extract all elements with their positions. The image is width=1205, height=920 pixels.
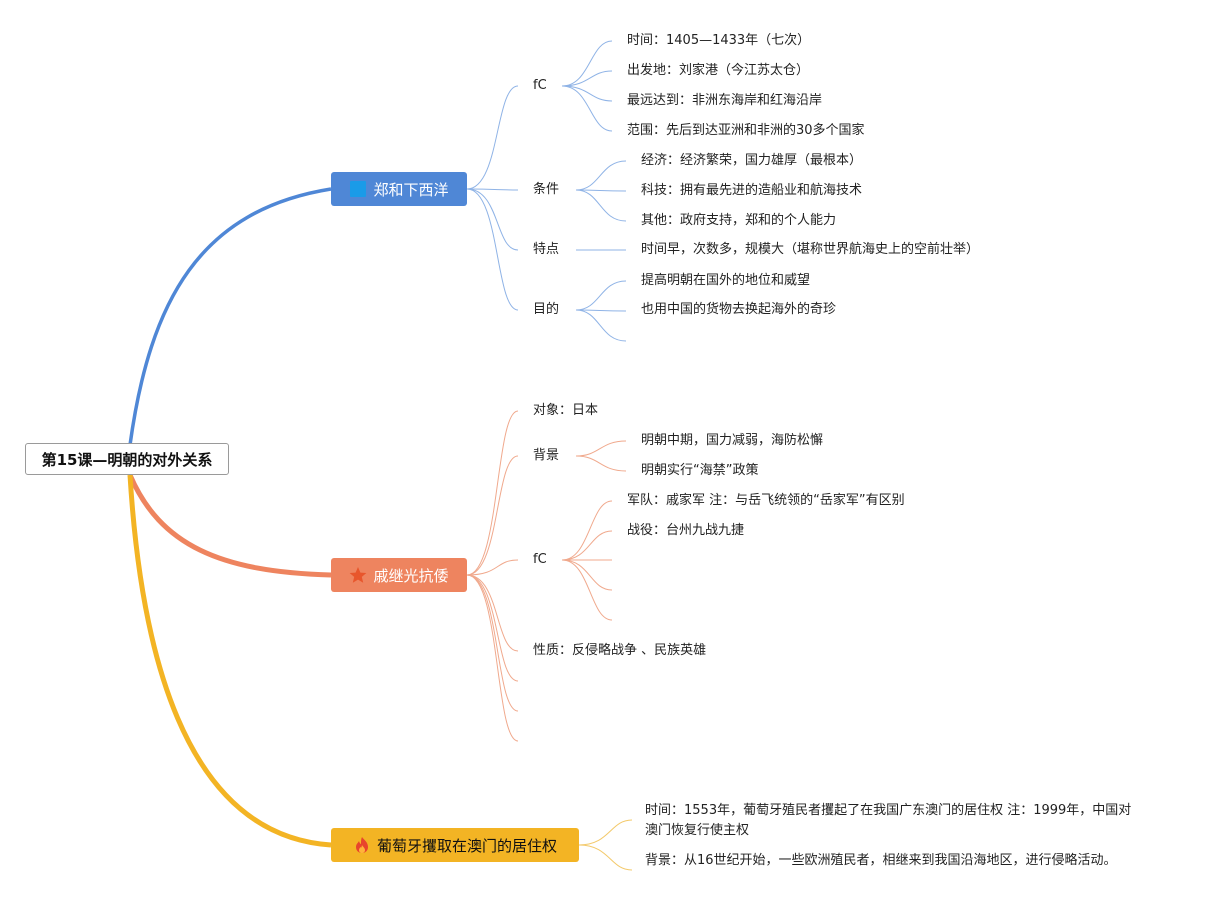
node-zhenghe-condition-tech[interactable]: 科技：拥有最先进的造船业和航海技术 — [641, 183, 863, 198]
node-zhenghe-condition[interactable]: 条件 — [533, 182, 560, 197]
branch-qijiguang-label: 戚继光抗倭 — [373, 566, 449, 585]
fire-icon — [355, 837, 368, 853]
node-portugal-background[interactable]: 背景：从16世纪开始，一些欧洲殖民者，相继来到我国沿海地区，进行侵略活动。 — [645, 853, 1117, 868]
node-qijiguang-nature[interactable]: 性质：反侵略战争 、民族英雄 — [533, 643, 707, 658]
node-zhenghe-purpose-1[interactable]: 提高明朝在国外的地位和威望 — [641, 273, 811, 288]
node-zhenghe-fc-time[interactable]: 时间：1405—1433年（七次） — [627, 33, 811, 48]
root-to-branch3-line — [127, 474, 332, 848]
root-to-branch1-line — [128, 187, 332, 446]
root-to-branch2-line — [127, 474, 332, 578]
node-zhenghe-condition-other[interactable]: 其他：政府支持，郑和的个人能力 — [641, 213, 837, 228]
branch-qijiguang[interactable]: 戚继光抗倭 — [331, 558, 467, 592]
node-qijiguang-background-1[interactable]: 明朝中期，国力减弱，海防松懈 — [641, 433, 824, 448]
node-qijiguang-background[interactable]: 背景 — [533, 448, 560, 463]
node-qijiguang-background-2[interactable]: 明朝实行“海禁”政策 — [641, 463, 759, 478]
node-zhenghe-fc-range[interactable]: 范围：先后到达亚洲和非洲的30多个国家 — [627, 123, 865, 138]
node-zhenghe-feature[interactable]: 特点 — [533, 242, 560, 257]
node-zhenghe-fc-origin[interactable]: 出发地：刘家港（今江苏太仓） — [627, 63, 810, 78]
node-qijiguang-fc[interactable]: fC — [533, 552, 547, 567]
star-icon — [350, 567, 367, 583]
root-topic[interactable]: 第15课—明朝的对外关系 — [25, 443, 229, 475]
blue-square-icon — [350, 181, 367, 197]
branch-zhenghe-label: 郑和下西洋 — [373, 180, 449, 199]
node-qijiguang-fc-battle[interactable]: 战役：台州九战九捷 — [627, 523, 745, 538]
node-qijiguang-fc-army[interactable]: 军队：戚家军 注：与岳飞统领的“岳家军”有区别 — [627, 493, 905, 508]
node-zhenghe-purpose[interactable]: 目的 — [533, 302, 560, 317]
node-zhenghe-feature-text[interactable]: 时间早，次数多，规模大（堪称世界航海史上的空前壮举） — [641, 242, 980, 257]
node-zhenghe-condition-economy[interactable]: 经济：经济繁荣，国力雄厚（最根本） — [641, 153, 863, 168]
branch-zhenghe[interactable]: 郑和下西洋 — [331, 172, 467, 206]
node-portugal-time[interactable]: 时间：1553年，葡萄牙殖民者攫起了在我国广东澳门的居住权 注：1999年，中国… — [645, 803, 1132, 838]
node-zhenghe-fc[interactable]: fC — [533, 78, 547, 93]
node-zhenghe-fc-farthest[interactable]: 最远达到：非洲东海岸和红海沿岸 — [627, 93, 823, 108]
node-zhenghe-purpose-2[interactable]: 也用中国的货物去换起海外的奇珍 — [641, 302, 837, 317]
node-qijiguang-target[interactable]: 对象：日本 — [533, 403, 599, 418]
branch-portugal[interactable]: 葡萄牙攫取在澳门的居住权 — [331, 828, 579, 862]
branch-portugal-label: 葡萄牙攫取在澳门的居住权 — [376, 836, 557, 855]
